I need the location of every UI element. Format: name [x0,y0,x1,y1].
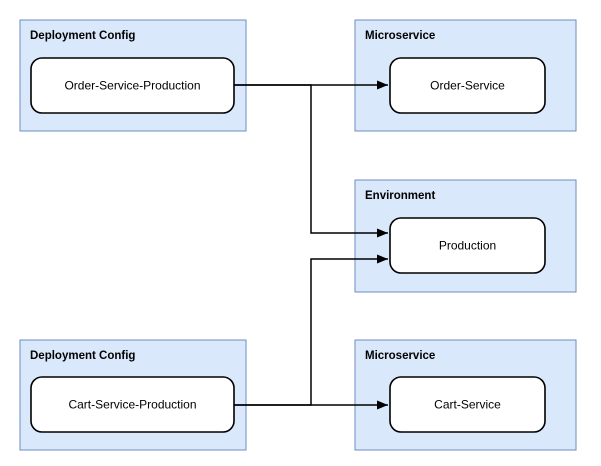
nodes-layer: Order-Service-Production Order-ServicePro… [30,57,546,433]
node-production[interactable]: Production [389,217,546,274]
edge-cart-config-to-cart-service-arrowhead-icon [377,400,388,410]
node-order-service-production-label: Order-Service-Production [64,79,200,93]
node-order-service[interactable]: Order-Service [389,57,546,114]
connectors-layer [234,80,388,410]
node-order-service-production-rect[interactable] [30,57,235,114]
group-deployment-config-cart-title: Deployment Config [30,350,135,362]
edge-cart-config-to-production-arrowhead-icon [377,254,388,264]
group-environment-title: Environment [365,190,435,202]
edge-cart-config-to-production-line[interactable] [234,258,388,406]
node-order-service-label: Order-Service [430,79,505,93]
node-cart-service[interactable]: Cart-Service [389,376,546,433]
node-order-service-rect[interactable] [389,57,546,114]
node-order-service-production[interactable]: Order-Service-Production [30,57,235,114]
node-cart-service-production[interactable]: Cart-Service-Production [30,376,235,433]
node-production-label: Production [439,239,496,253]
group-microservice-cart-title: Microservice [365,350,435,362]
group-deployment-config-order-title: Deployment Config [30,30,135,42]
edge-order-config-to-production-arrowhead-icon [377,228,388,238]
node-cart-service-production-label: Cart-Service-Production [68,398,196,412]
edge-order-config-to-production-line[interactable] [234,84,388,234]
group-microservice-order-title: Microservice [365,30,435,42]
edge-cart-config-to-production[interactable] [234,254,388,406]
node-cart-service-rect[interactable] [389,376,546,433]
node-production-rect[interactable] [389,217,546,274]
node-cart-service-label: Cart-Service [434,398,501,412]
edge-order-config-to-production[interactable] [234,84,388,238]
node-cart-service-production-rect[interactable] [30,376,235,433]
edge-order-config-to-order-service-arrowhead-icon [377,80,388,90]
